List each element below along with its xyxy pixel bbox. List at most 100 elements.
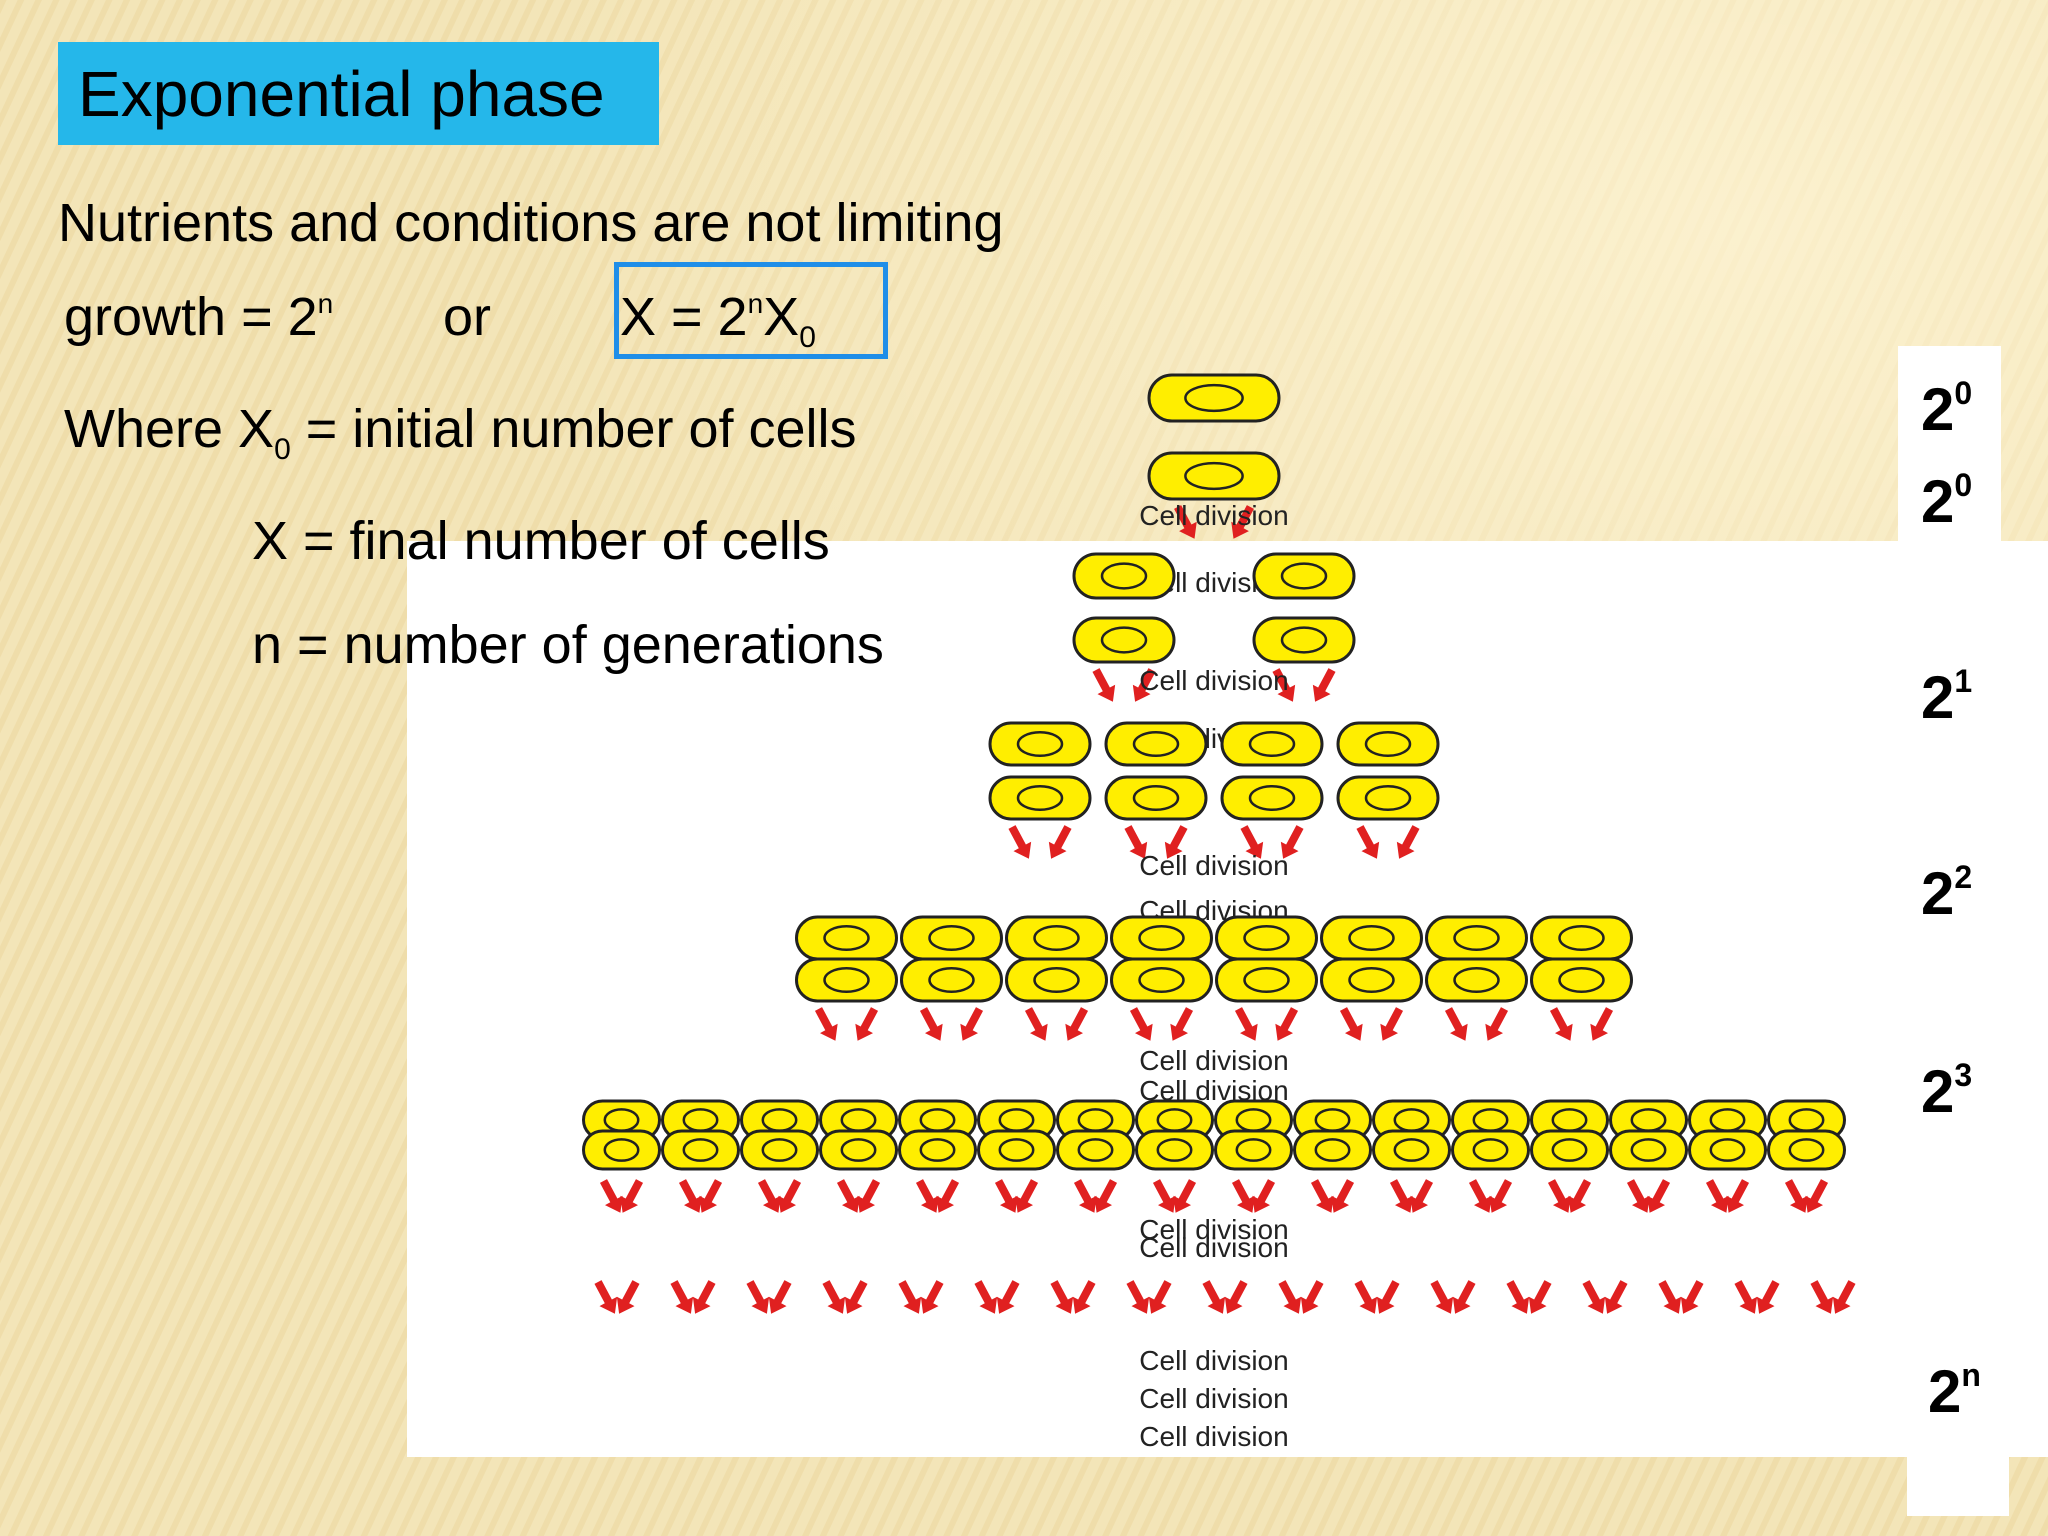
division-arrow (1065, 1007, 1089, 1041)
division-arrow (678, 1179, 702, 1213)
bacterial-cell (740, 1129, 819, 1171)
bacterial-cell (1425, 915, 1528, 961)
division-arrow (1280, 825, 1304, 859)
bacterial-cell (898, 1129, 977, 1171)
bacterial-cell (1320, 957, 1423, 1003)
bacterial-cell (1104, 775, 1208, 821)
division-arrow (1485, 1007, 1509, 1041)
generations-line: n = number of generations (252, 615, 884, 675)
division-arrow (1647, 1179, 1671, 1213)
division-arrow (844, 1280, 868, 1314)
bacterial-cell (1688, 1129, 1767, 1171)
bacterial-cell (1530, 957, 1633, 1003)
division-arrow (960, 1007, 984, 1041)
where-line: Where X0 = initial number of cells (64, 402, 857, 465)
division-arrow (1784, 1179, 1808, 1213)
division-arrow (1173, 1179, 1197, 1213)
bacterial-cell (1147, 451, 1281, 501)
division-arrow (1024, 1007, 1048, 1041)
power-base: 2 (1921, 1058, 1955, 1125)
bacterial-cell (1451, 1129, 1530, 1171)
growth-text: growth = 2 (64, 287, 318, 347)
bacterial-cell (1214, 1129, 1293, 1171)
division-arrow (692, 1280, 716, 1314)
division-arrow (1275, 1007, 1299, 1041)
bacterial-cell (1005, 915, 1108, 961)
division-arrow (757, 1179, 781, 1213)
division-arrow (1396, 825, 1420, 859)
division-arrow (1231, 505, 1254, 539)
bacterial-cell (1425, 957, 1528, 1003)
bacterial-cell (819, 1129, 898, 1171)
division-arrow (915, 1179, 939, 1213)
division-arrow (1312, 668, 1336, 702)
division-arrow (1568, 1179, 1592, 1213)
bacterial-cell (1336, 721, 1440, 767)
bacterial-cell (1056, 1129, 1135, 1171)
division-arrow (1506, 1280, 1530, 1314)
division-arrow (974, 1280, 998, 1314)
bacterial-cell (1767, 1129, 1846, 1171)
cell-division-label: Cell division (1139, 850, 1288, 881)
power-exponent: n (1961, 1357, 1981, 1393)
division-arrow (1547, 1179, 1571, 1213)
bacterial-cell (795, 915, 898, 961)
cell-division-label: Cell division (1139, 1345, 1288, 1376)
division-arrow (822, 1280, 846, 1314)
division-arrow (1152, 1179, 1176, 1213)
formula-x0: X (763, 287, 800, 347)
division-arrow (1092, 668, 1116, 702)
power-label-row-1: 20 (1921, 469, 1972, 532)
division-arrow (1582, 1280, 1606, 1314)
division-arrow (1148, 1280, 1172, 1314)
power-exponent: 1 (1954, 663, 1973, 699)
division-arrow (1126, 1280, 1150, 1314)
bacterial-cell (900, 915, 1003, 961)
division-arrow (936, 1179, 960, 1213)
division-arrow (1354, 1280, 1378, 1314)
power-exponent: 2 (1954, 859, 1973, 895)
bacterial-cell (1110, 957, 1213, 1003)
where-subscript: 0 (274, 433, 291, 466)
power-label-final: 2n (1928, 1359, 1981, 1422)
growth-equation: growth = 2n (64, 287, 334, 347)
cell-division-label: Cell division (1139, 500, 1288, 531)
division-arrow (616, 1280, 640, 1314)
division-arrow (1832, 1280, 1856, 1314)
division-arrow (1132, 668, 1156, 702)
bacterial-cell (1320, 915, 1423, 961)
bacterial-cell (795, 957, 898, 1003)
bacterial-cell (1252, 616, 1356, 664)
power-column-bottom (1907, 1320, 2009, 1516)
growth-exponent: n (317, 288, 334, 319)
division-arrow (1489, 1179, 1513, 1213)
power-exponent: 3 (1954, 1057, 1973, 1093)
final-cells-line: X = final number of cells (252, 511, 830, 571)
division-arrow (814, 1007, 838, 1041)
division-arrow (1468, 1179, 1492, 1213)
division-arrow (1129, 1007, 1153, 1041)
power-base: 2 (1921, 664, 1955, 731)
division-arrow (768, 1280, 792, 1314)
cell-division-label: Cell division (1139, 1232, 1288, 1263)
division-arrow (1604, 1280, 1628, 1314)
division-arrow (1756, 1280, 1780, 1314)
division-arrow (778, 1179, 802, 1213)
division-arrow (620, 1179, 644, 1213)
bacterial-cell (1104, 721, 1208, 767)
bacterial-cell (1072, 552, 1176, 600)
bacterial-cell (1252, 552, 1356, 600)
bacterial-cell (1336, 775, 1440, 821)
cell-division-label: Cell division (1139, 1421, 1288, 1452)
division-arrow (1805, 1179, 1829, 1213)
bacterial-cell (1220, 721, 1324, 767)
division-arrow (1430, 1280, 1454, 1314)
division-arrow (1726, 1179, 1750, 1213)
division-arrow (1008, 825, 1032, 859)
division-arrow (1234, 1007, 1258, 1041)
division-arrow (1310, 1179, 1334, 1213)
division-arrow (670, 1280, 694, 1314)
division-arrow (1356, 825, 1380, 859)
power-exponent: 0 (1954, 467, 1973, 503)
bacterial-cell (977, 1129, 1056, 1171)
